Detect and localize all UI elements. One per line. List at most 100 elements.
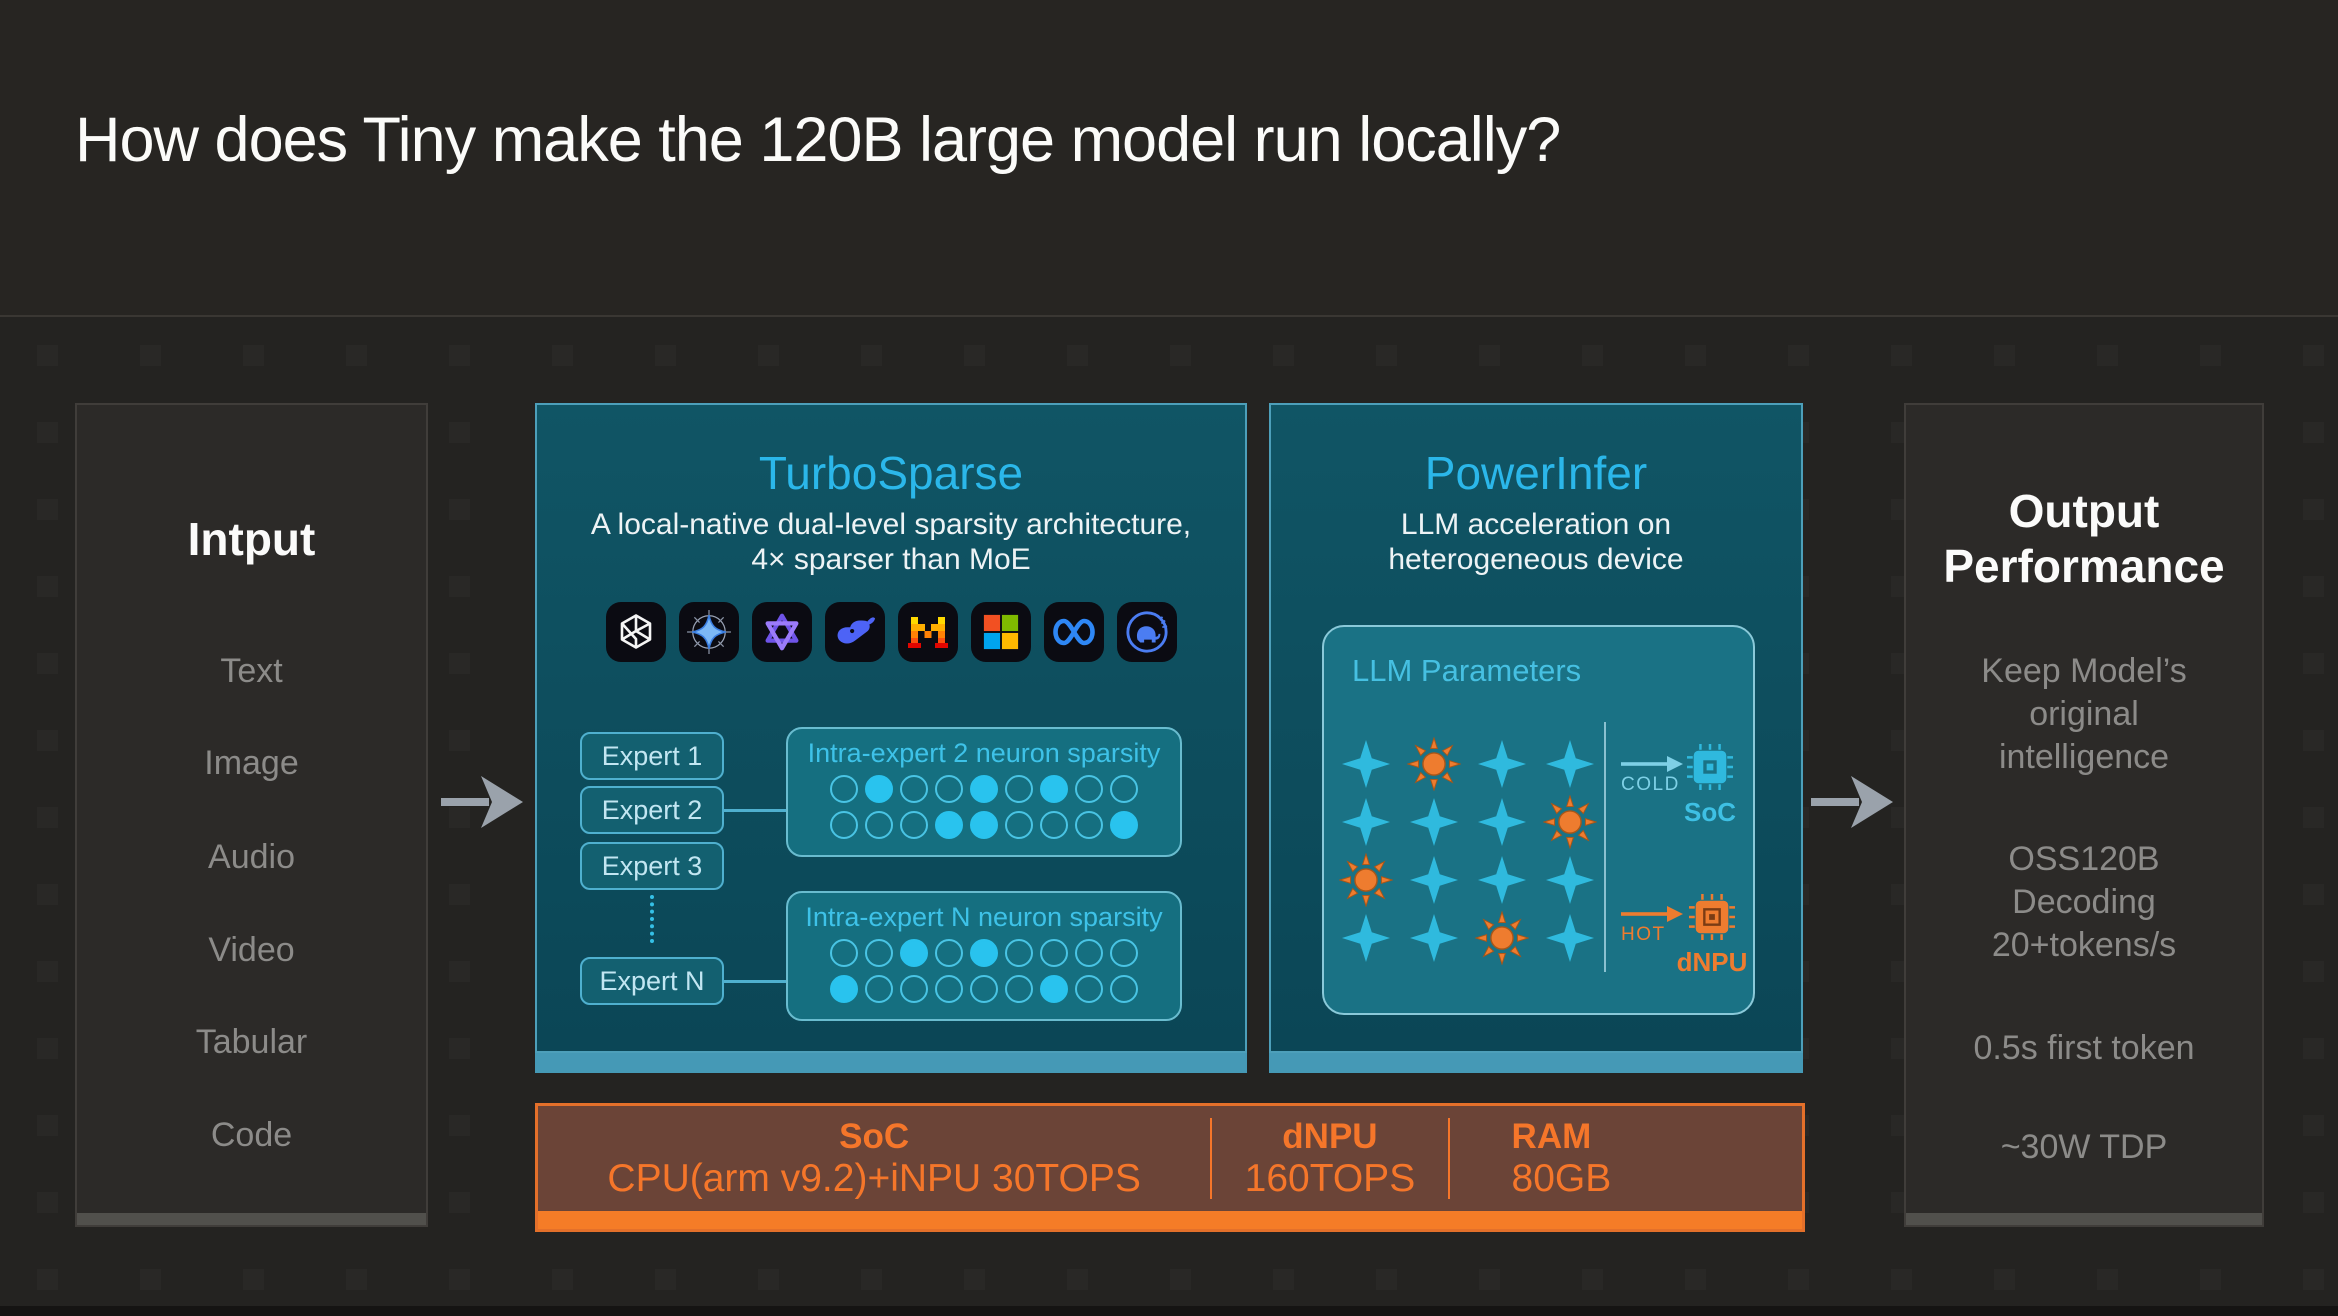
gemini-star-icon: [678, 602, 739, 662]
neuron-active-dot: [900, 939, 928, 967]
title-bar: How does Tiny make the 120B large model …: [0, 0, 2338, 317]
neuron-inactive-dot: [865, 811, 893, 839]
page-title: How does Tiny make the 120B large model …: [75, 105, 1561, 175]
cold-star-icon: [1477, 797, 1527, 847]
hot-sun-icon: [1475, 911, 1529, 965]
cold-star-icon: [1545, 739, 1595, 789]
neuron-inactive-dot: [830, 775, 858, 803]
output-panel-title: Output Performance: [1943, 485, 2225, 592]
sparsity-box-expert-2: Intra-expert 2 neuron sparsity: [786, 727, 1182, 857]
sparsity-box-expert-n: Intra-expert N neuron sparsity: [786, 891, 1182, 1021]
neuron-inactive-dot: [1005, 811, 1033, 839]
neuron-inactive-dot: [1005, 939, 1033, 967]
llm-parameters-box: LLM Parameters COLD SoC: [1322, 625, 1755, 1015]
expert-n-box: Expert N: [580, 957, 724, 1005]
neuron-inactive-dot: [1075, 775, 1103, 803]
spec-soc: SoC CPU(arm v9.2)+iNPU 30TOPS: [607, 1116, 1141, 1200]
model-logo-row: [537, 602, 1245, 662]
input-item-audio: Audio: [208, 838, 295, 876]
input-item-image: Image: [204, 744, 299, 782]
neuron-inactive-dot: [1110, 939, 1138, 967]
neuron-active-dot: [865, 775, 893, 803]
hot-sun-icon: [1543, 795, 1597, 849]
output-item-first-token: 0.5s first token: [1973, 1029, 2195, 1067]
cold-star-icon: [1341, 739, 1391, 789]
llm-parameters-title: LLM Parameters: [1352, 653, 1582, 688]
neuron-active-dot: [970, 775, 998, 803]
mistral-icon: [897, 602, 958, 662]
experts-ellipsis: [650, 895, 654, 943]
cold-star-icon: [1545, 913, 1595, 963]
input-panel-title: Intput: [187, 513, 316, 565]
spec-divider: [1210, 1118, 1213, 1199]
turbosparse-subtitle: A local-native dual-level sparsity archi…: [590, 508, 1192, 576]
dnpu-chip-icon: [1689, 894, 1735, 940]
neuron-inactive-dot: [1040, 811, 1068, 839]
input-item-video: Video: [208, 931, 295, 969]
cold-star-icon: [1409, 855, 1459, 905]
right-arrow-icon: [1811, 776, 1893, 828]
output-item-decoding: OSS120B Decoding 20+tokens/s: [1991, 840, 2177, 964]
qwen-icon: [751, 602, 812, 662]
spec-dnpu: dNPU 160TOPS: [1244, 1116, 1416, 1200]
expert-2-box: Expert 2: [580, 786, 724, 834]
cold-label: COLD: [1621, 774, 1680, 795]
neuron-inactive-dot: [935, 775, 963, 803]
cold-star-icon: [1341, 797, 1391, 847]
neuron-dots-expert-2: [788, 775, 1180, 839]
dnpu-label: dNPU: [1676, 947, 1748, 977]
neuron-inactive-dot: [1005, 775, 1033, 803]
neuron-active-dot: [970, 939, 998, 967]
powerinfer-title: PowerInfer: [1424, 447, 1648, 499]
input-panel: Intput Text Image Audio Video Tabular Co…: [75, 403, 428, 1227]
neuron-inactive-dot: [900, 775, 928, 803]
cold-star-icon: [1545, 855, 1595, 905]
neuron-active-dot: [1040, 975, 1068, 1003]
cold-star-icon: [1477, 855, 1527, 905]
input-item-text: Text: [220, 652, 283, 690]
param-grid: [1332, 735, 1604, 967]
neuron-inactive-dot: [1005, 975, 1033, 1003]
neuron-active-dot: [1040, 775, 1068, 803]
hot-label: HOT: [1621, 924, 1666, 945]
hot-arrow-icon: [1621, 906, 1683, 922]
neuron-inactive-dot: [1110, 775, 1138, 803]
output-panel: Output Performance Keep Model’s original…: [1904, 403, 2264, 1227]
elephant-icon: [1116, 602, 1177, 662]
cold-arrow-icon: [1621, 756, 1683, 772]
turbosparse-title: TurboSparse: [758, 447, 1024, 499]
hot-sun-icon: [1339, 853, 1393, 907]
neuron-inactive-dot: [830, 939, 858, 967]
panel-bottom-edge: [1906, 1213, 2262, 1225]
spec-ram: RAM 80GB: [1511, 1116, 1612, 1200]
right-arrow-icon: [441, 776, 523, 828]
powerinfer-subtitle: LLM acceleration on heterogeneous device: [1388, 508, 1684, 576]
neuron-inactive-dot: [1075, 811, 1103, 839]
neuron-inactive-dot: [900, 975, 928, 1003]
cold-star-icon: [1341, 913, 1391, 963]
output-item-intelligence: Keep Model’s original intelligence: [1981, 652, 2187, 776]
openai-icon: [605, 602, 666, 662]
expert-n-connector: [724, 980, 786, 983]
neuron-inactive-dot: [900, 811, 928, 839]
input-item-code: Code: [210, 1116, 293, 1154]
soc-chip-icon: [1687, 744, 1733, 790]
hardware-spec-bar: SoC CPU(arm v9.2)+iNPU 30TOPS dNPU 160TO…: [535, 1103, 1805, 1232]
slide-bottom-band: [0, 1306, 2338, 1316]
expert-2-connector: [724, 809, 786, 812]
neuron-inactive-dot: [865, 939, 893, 967]
neuron-inactive-dot: [830, 811, 858, 839]
hot-cold-divider: [1604, 722, 1606, 972]
expert-1-box: Expert 1: [580, 732, 724, 780]
neuron-inactive-dot: [1075, 975, 1103, 1003]
microsoft-icon: [970, 602, 1031, 662]
output-item-tdp: ~30W TDP: [2000, 1128, 2168, 1166]
panel-bottom-edge: [1269, 1053, 1803, 1073]
meta-icon: [1043, 602, 1104, 662]
bar-bottom-edge: [538, 1211, 1802, 1229]
neuron-inactive-dot: [935, 939, 963, 967]
expert-3-box: Expert 3: [580, 842, 724, 890]
neuron-inactive-dot: [1075, 939, 1103, 967]
panel-bottom-edge: [535, 1053, 1247, 1073]
